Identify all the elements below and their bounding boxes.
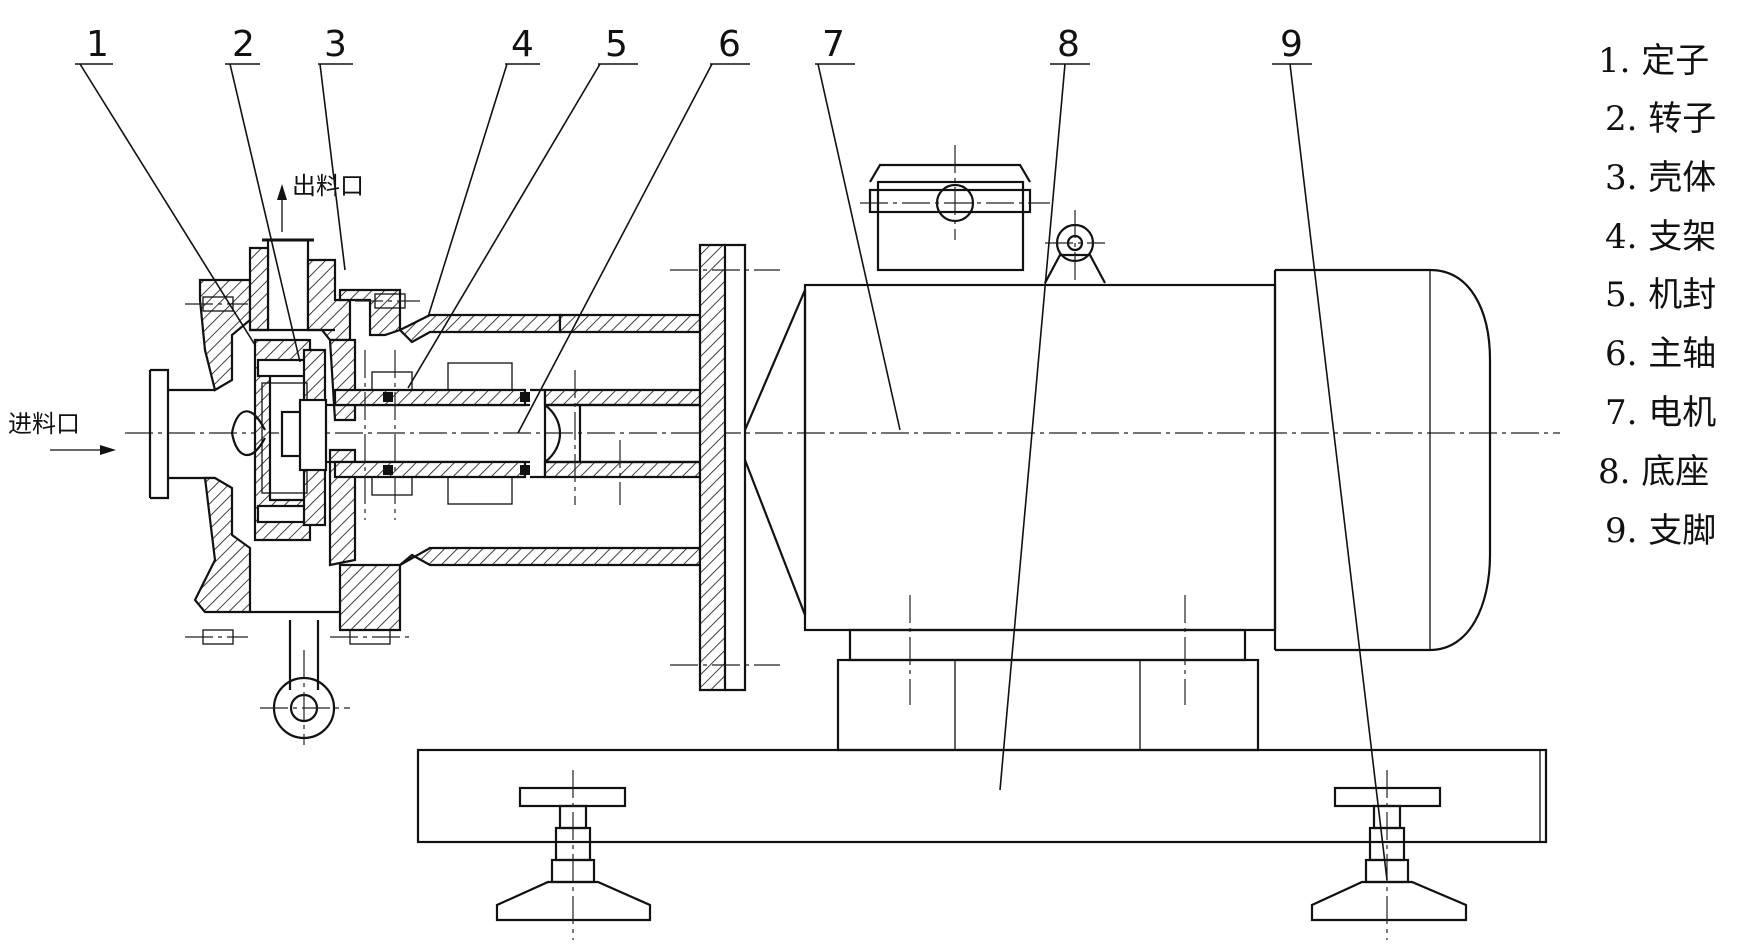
- legend-item-1: 1. 定子: [1598, 41, 1709, 81]
- inlet-label: 进料口: [8, 410, 80, 438]
- legend-item-9: 9. 支脚: [1605, 511, 1716, 551]
- callout-leaders: [75, 63, 1388, 881]
- callout-5: 5: [605, 24, 628, 65]
- support-foot-right: [1310, 770, 1468, 940]
- callout-1: 1: [86, 24, 109, 65]
- legend-item-8: 8. 底座: [1598, 452, 1709, 492]
- callout-8: 8: [1057, 24, 1080, 65]
- callout-6: 6: [718, 24, 741, 65]
- callout-3: 3: [324, 24, 347, 65]
- outlet-arrow: [277, 184, 287, 232]
- shaft-and-seal: [325, 350, 547, 520]
- callout-9: 9: [1280, 24, 1303, 65]
- legend-item-2: 2. 转子: [1605, 99, 1716, 139]
- callout-numbers: 1 2 3 4 5 6 7 8 9: [86, 24, 1303, 65]
- legend-item-6: 6. 主轴: [1605, 334, 1716, 374]
- legend-item-7: 7. 电机: [1605, 393, 1716, 433]
- base-plate: [416, 748, 1548, 844]
- pump-casing: [148, 238, 420, 745]
- parts-legend: 1. 定子 2. 转子 3. 壳体 4. 支架 5. 机封 6. 主轴 7. 电…: [1598, 41, 1716, 551]
- outlet-label: 出料口: [292, 172, 364, 200]
- callout-7: 7: [822, 24, 845, 65]
- inlet-arrow: [50, 445, 116, 455]
- legend-item-5: 5. 机封: [1605, 275, 1716, 315]
- bracket: [398, 243, 780, 692]
- support-foot-left: [495, 770, 652, 940]
- callout-2: 2: [232, 24, 255, 65]
- callout-4: 4: [511, 24, 534, 65]
- legend-item-4: 4. 支架: [1605, 217, 1716, 257]
- legend-item-3: 3. 壳体: [1605, 158, 1716, 198]
- stator-rotor: [230, 338, 328, 542]
